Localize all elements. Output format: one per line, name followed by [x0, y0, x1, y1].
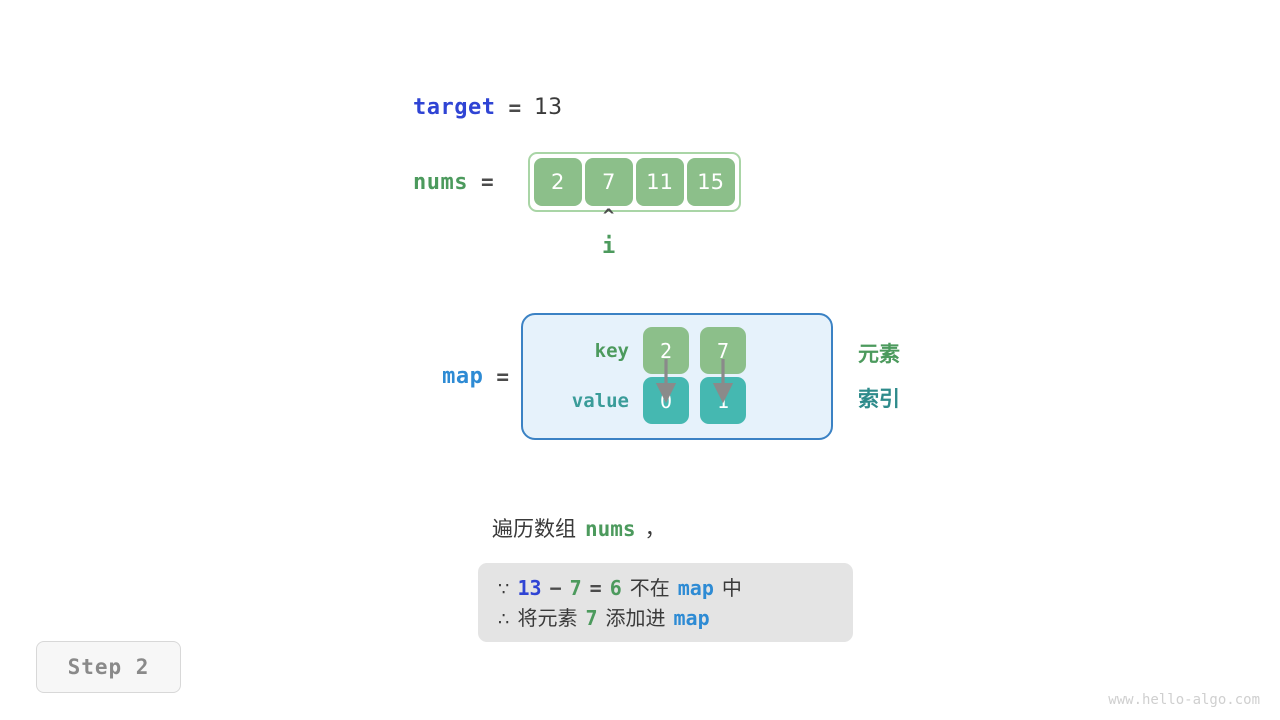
- nums-cell: 15: [686, 158, 735, 206]
- caret-up-icon: ^: [602, 205, 615, 227]
- watermark: www.hello-algo.com: [1108, 692, 1260, 708]
- hashmap-value-label: value: [571, 389, 629, 412]
- nums-cell: 7: [584, 158, 633, 206]
- note-target-value: 13: [517, 576, 542, 600]
- hashmap-key-row: key 2 7: [549, 327, 746, 374]
- target-value: 13: [534, 95, 563, 120]
- hashmap-value-row: value 0 1: [549, 377, 746, 424]
- explanation-note-box: ∵ 13 − 7 = 6 不在 map 中 ∴ 将元素 7 添加进 map: [478, 563, 853, 642]
- nums-variable-label: nums: [413, 169, 468, 195]
- nums-row: nums = 2 7 11 15: [413, 152, 741, 212]
- step-badge-label: Step 2: [67, 655, 150, 679]
- map-equals-sign: =: [496, 364, 509, 389]
- hashmap-legend: 元素 索引: [858, 313, 900, 440]
- map-row: map = key 2 7 value 0 1: [413, 313, 833, 440]
- note-line1-middle-text: 不在: [629, 576, 670, 600]
- note-line1-map-name: map: [677, 576, 714, 600]
- note-line-2: ∴ 将元素 7 添加进 map: [498, 603, 833, 633]
- hashmap-value-cell: 1: [700, 377, 746, 424]
- map-label-group: map =: [413, 313, 521, 440]
- note-result-value: 6: [609, 576, 622, 600]
- note-line2-map-name: map: [673, 606, 710, 630]
- caption-code-nums: nums: [585, 517, 636, 541]
- caption-suffix: ，: [644, 517, 666, 541]
- therefore-symbol-icon: ∴: [498, 609, 510, 630]
- hashmap-value-cell: 0: [643, 377, 689, 424]
- note-line1-end-text: 中: [721, 576, 742, 600]
- hashmap-key-cell: 2: [643, 327, 689, 374]
- hashmap-value-cells: 0 1: [643, 377, 746, 424]
- nums-cell: 11: [635, 158, 684, 206]
- step-badge: Step 2: [36, 641, 181, 693]
- legend-elements-label: 元素: [858, 342, 900, 366]
- caption-prefix: 遍历数组: [492, 517, 576, 541]
- because-symbol-icon: ∵: [498, 579, 510, 600]
- target-equals-sign: =: [508, 95, 522, 120]
- hashmap-key-label: key: [594, 339, 629, 362]
- caption-text: 遍历数组 nums ，: [492, 513, 666, 543]
- nums-equals-sign: =: [480, 170, 494, 194]
- hashmap-grid: key 2 7 value 0 1: [549, 327, 746, 424]
- map-variable-label: map: [442, 364, 484, 389]
- note-minus-operator: −: [549, 576, 562, 600]
- index-pointer-label: i: [602, 234, 616, 259]
- note-equals-operator: =: [589, 576, 602, 600]
- nums-cell: 2: [533, 158, 582, 206]
- target-variable-label: target: [413, 95, 496, 120]
- target-row: target = 13: [413, 95, 562, 120]
- nums-array-container: 2 7 11 15: [527, 152, 741, 212]
- legend-indices-label: 索引: [858, 387, 900, 411]
- note-line2-middle-text: 添加进: [605, 606, 666, 630]
- hashmap-container: key 2 7 value 0 1: [521, 313, 833, 440]
- note-current-value: 7: [569, 576, 582, 600]
- hashmap-key-cell: 7: [700, 327, 746, 374]
- index-pointer-group: ^ i: [586, 205, 632, 260]
- note-line2-element: 7: [585, 606, 598, 630]
- note-line-1: ∵ 13 − 7 = 6 不在 map 中: [498, 573, 833, 603]
- hashmap-key-cells: 2 7: [643, 327, 746, 374]
- note-line2-start-text: 将元素: [517, 606, 578, 630]
